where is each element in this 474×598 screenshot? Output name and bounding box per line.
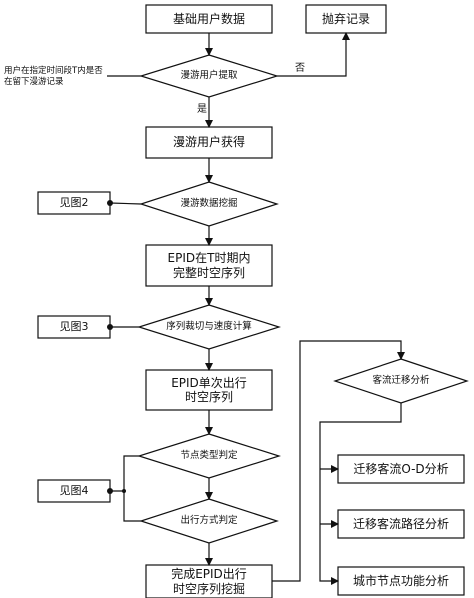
label-node-function: 城市节点功能分析 bbox=[352, 573, 449, 588]
label-node-type: 节点类型判定 bbox=[180, 450, 238, 462]
label-path-analysis: 迁移客流路径分析 bbox=[352, 516, 449, 531]
label-see-fig3: 见图3 bbox=[59, 320, 89, 334]
label-base-data: 基础用户数据 bbox=[172, 11, 245, 26]
label-no: 否 bbox=[295, 63, 305, 74]
label-roam-mining: 漫游数据挖掘 bbox=[180, 198, 238, 210]
label-note-condition: 用户在指定时间段T内是否 在留下漫游记录 bbox=[4, 66, 103, 87]
label-epid-done: 完成EPID出行 时空序列挖掘 bbox=[171, 567, 247, 596]
label-travel-mode: 出行方式判定 bbox=[180, 515, 238, 527]
label-see-fig2: 见图2 bbox=[59, 196, 89, 210]
label-epid-complete: EPID在T时期内 完整时空序列 bbox=[167, 251, 251, 280]
label-flow-analysis: 客流迁移分析 bbox=[372, 375, 430, 387]
label-od-analysis: 迁移客流O-D分析 bbox=[353, 461, 449, 476]
label-discard: 抛弃记录 bbox=[321, 11, 370, 26]
label-see-fig4: 见图4 bbox=[59, 484, 89, 498]
label-roam-obtained: 漫游用户获得 bbox=[172, 135, 245, 150]
label-yes: 是 bbox=[197, 104, 207, 115]
label-epid-single: EPID单次出行 时空序列 bbox=[171, 375, 247, 404]
label-seq-cut: 序列裁切与速度计算 bbox=[166, 321, 252, 333]
label-roam-extract: 漫游用户提取 bbox=[180, 70, 238, 82]
